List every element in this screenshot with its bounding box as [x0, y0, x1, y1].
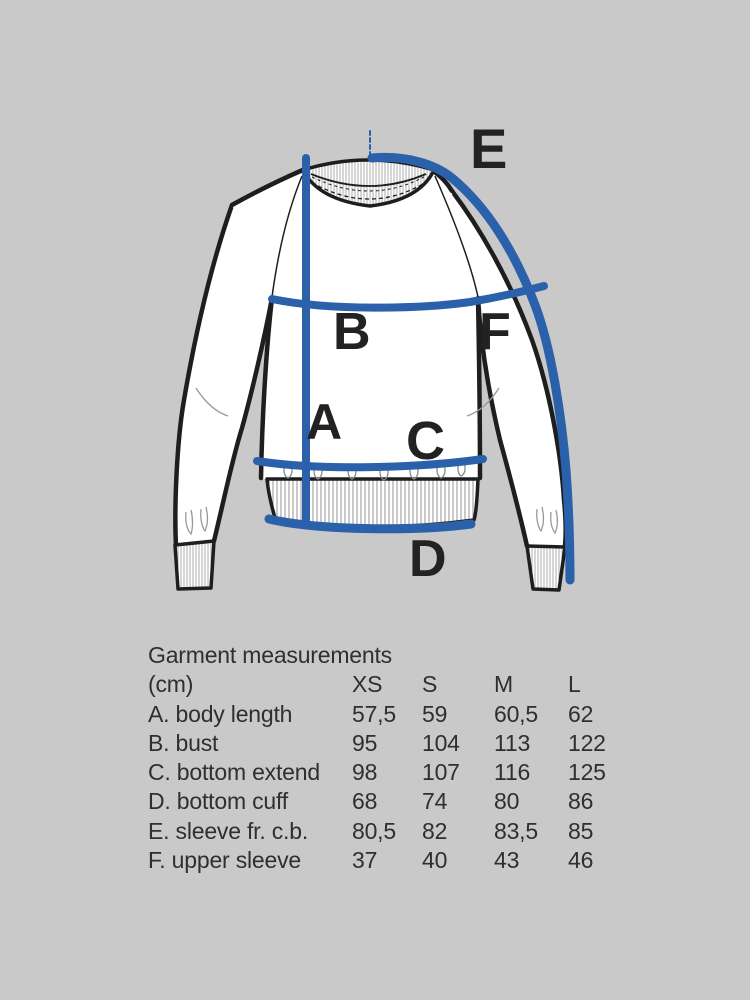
table-title: Garment measurements — [148, 642, 392, 668]
row-label: D. bottom cuff — [148, 788, 288, 815]
value-l: 46 — [568, 847, 594, 874]
value-xs: 57,5 — [352, 700, 396, 727]
marker-E-sleeve: E — [470, 117, 507, 180]
value-s: 74 — [422, 788, 448, 815]
unit-label: (cm) — [148, 671, 194, 698]
sweater-technical-drawing: E B F A C D — [173, 117, 575, 592]
table-row: F. upper sleeve 37 40 43 46 — [148, 846, 668, 875]
line-E-sleeve-from-center-back — [367, 152, 575, 585]
marker-A-body-length: A — [306, 394, 342, 450]
sweater-diagram: E B F A C D — [173, 117, 575, 592]
table-row: A. body length 57,5 59 60,5 62 — [148, 700, 668, 729]
value-xs: 80,5 — [352, 817, 396, 844]
table-row: D. bottom cuff 68 74 80 86 — [148, 787, 668, 816]
value-s: 104 — [422, 729, 460, 756]
value-xs: 98 — [352, 759, 378, 786]
left-cuff — [173, 539, 216, 591]
value-l: 85 — [568, 817, 594, 844]
marker-C-bottom-extend: C — [406, 411, 445, 471]
value-l: 125 — [568, 759, 606, 786]
marker-B-bust: B — [333, 303, 371, 361]
value-l: 62 — [568, 700, 594, 727]
value-l: 86 — [568, 788, 594, 815]
value-m: 113 — [494, 729, 531, 756]
marker-F-upper-sleeve: F — [479, 303, 511, 361]
value-m: 116 — [494, 759, 531, 786]
row-label: A. body length — [148, 700, 293, 727]
value-m: 80 — [494, 788, 520, 815]
value-s: 59 — [422, 700, 448, 727]
marker-D-bottom-cuff: D — [409, 530, 447, 588]
size-header-s: S — [422, 671, 438, 698]
value-s: 40 — [422, 847, 448, 874]
right-cuff — [525, 544, 567, 592]
value-l: 122 — [568, 729, 606, 756]
value-xs: 37 — [352, 847, 378, 874]
row-label: F. upper sleeve — [148, 847, 301, 874]
value-m: 60,5 — [494, 700, 538, 727]
size-header-m: M — [494, 671, 513, 698]
value-xs: 95 — [352, 729, 378, 756]
value-xs: 68 — [352, 788, 378, 815]
measurement-table: Garment measurements (cm) XS S M L A. bo… — [148, 641, 668, 875]
line-C-bottom-extend — [253, 455, 487, 472]
value-s: 82 — [422, 817, 448, 844]
table-row: C. bottom extend 98 107 116 125 — [148, 758, 668, 787]
row-label: E. sleeve fr. c.b. — [148, 817, 309, 844]
collar — [301, 158, 436, 208]
table-header-row: (cm) XS S M L — [148, 670, 668, 699]
table-row: E. sleeve fr. c.b. 80,5 82 83,5 85 — [148, 817, 668, 846]
size-header-l: L — [568, 671, 581, 698]
value-s: 107 — [422, 759, 460, 786]
row-label: B. bust — [148, 729, 219, 756]
value-m: 83,5 — [494, 817, 538, 844]
sleeve-crease-marks — [185, 387, 559, 536]
value-m: 43 — [494, 847, 520, 874]
line-B-bust-F-upper-sleeve — [268, 282, 548, 312]
measurement-lines — [253, 130, 575, 585]
table-row: B. bust 95 104 113 122 — [148, 729, 668, 758]
size-header-xs: XS — [352, 671, 383, 698]
row-label: C. bottom extend — [148, 759, 320, 786]
line-D-bottom-cuff — [264, 514, 476, 534]
